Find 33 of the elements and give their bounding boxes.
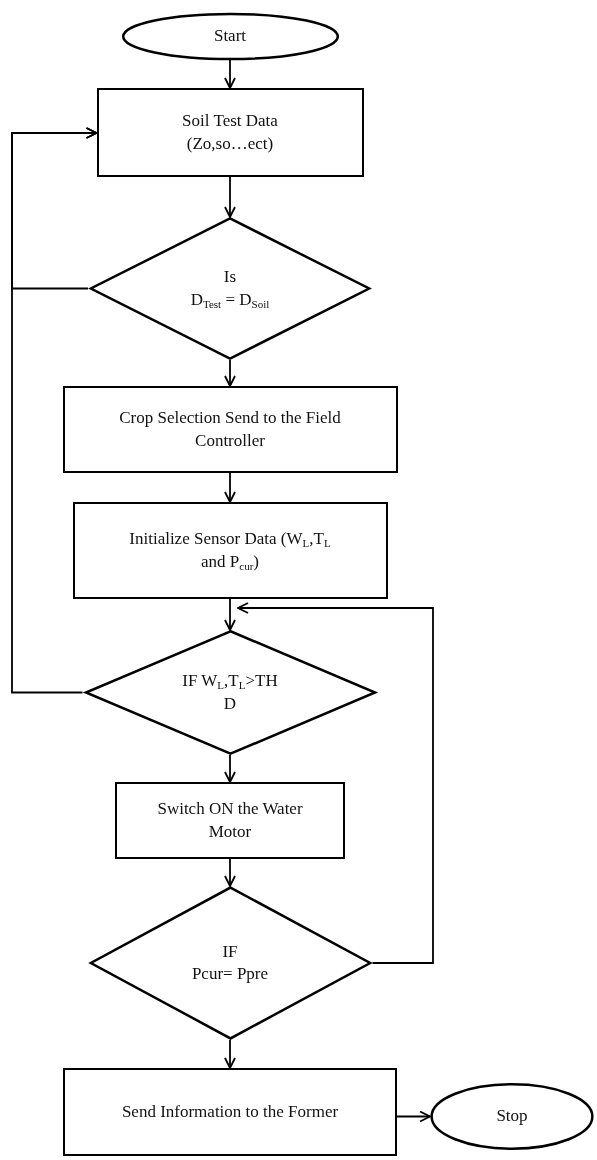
node-text: Crop Selection Send to the Field Controller [118,407,342,452]
process-box [115,782,345,859]
arrow [224,1039,236,1069]
arrow [224,59,236,89]
arrow [224,598,236,631]
node-text: D$_{Test}$ = D$_{Soil}$ [190,288,270,311]
node-text: Pcur= Ppre [191,963,269,985]
node-text: Soil Test Data (Zo,so…ect) [181,110,279,155]
arrow [396,1110,431,1123]
terminal-ellipse [430,1083,594,1150]
node-text: IF W$_{L}$,T$_{L}$>TH D [181,670,279,715]
node-text: Initialize Sensor Data (W$_{L}$,T$_{L}$ and P$_{cur}$) [128,528,332,573]
process-box [63,1068,397,1156]
arrow [237,602,434,964]
node-text: Switch ON the Water Motor [156,798,304,843]
arrow [224,176,236,218]
arrow [224,858,236,887]
node-text: Stop [496,1105,528,1128]
node-text: IF [222,940,238,963]
terminal-ellipse [120,13,340,60]
arrow [224,359,236,387]
node-text: Is [223,266,237,289]
arrow [224,472,236,503]
node-text: Start [213,25,247,48]
arrow [11,127,98,694]
decision-diamond [87,886,373,1040]
arrow [224,754,236,783]
decision-diamond [88,217,372,360]
process-box [62,386,398,473]
node-text: Send Information to the Former [121,1100,339,1123]
process-box [96,88,364,177]
process-box [72,502,388,599]
decision-diamond [82,630,378,755]
